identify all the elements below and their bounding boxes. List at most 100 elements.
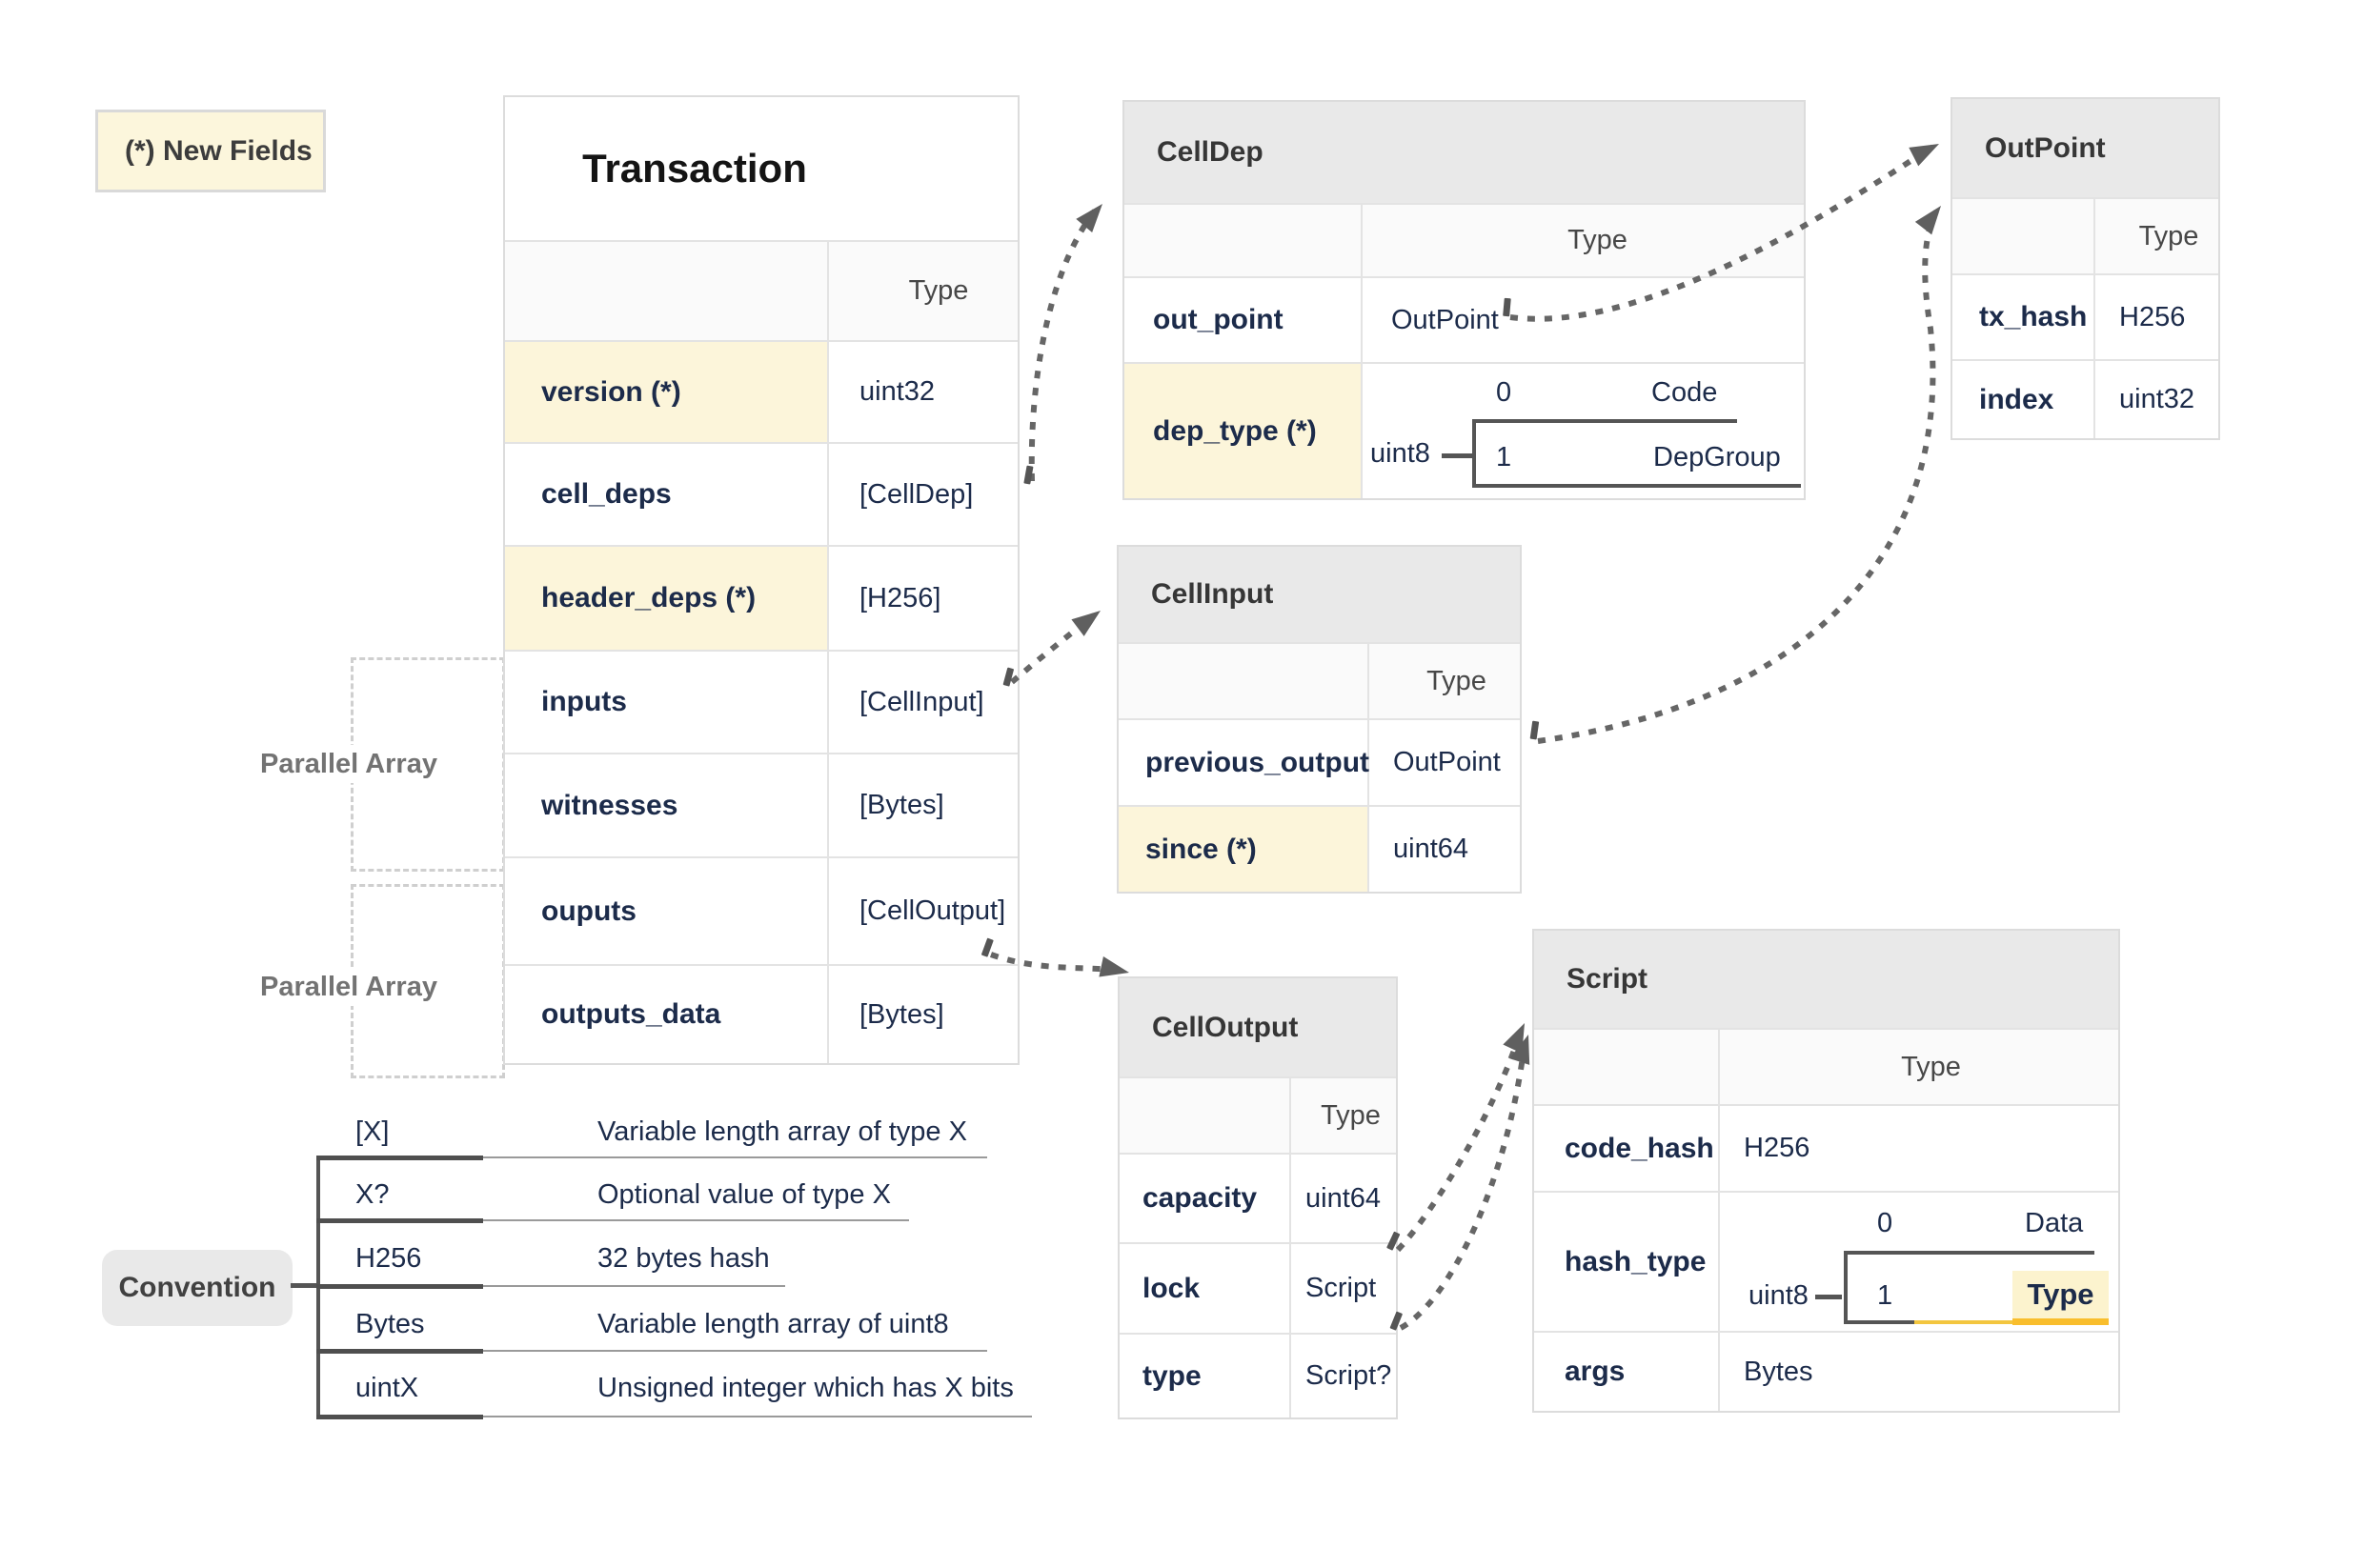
table-row: since (*) uint64 [1119,805,1520,892]
convention-underline [483,1350,987,1352]
field-previous-output-type: OutPoint [1393,747,1501,777]
field-out-point: out_point [1124,278,1363,362]
enum-value-0: 0 [1496,377,1512,408]
field-inputs-type: [CellInput] [859,686,984,717]
field-inputs: inputs [505,652,829,753]
table-row: tx_hash H256 [1952,273,2218,359]
convention-underline [316,1284,483,1289]
enum-value-1: 1 [1877,1280,1893,1311]
table-row: ouputs [CellOutput] [505,856,1018,964]
table-row: args Bytes [1534,1331,2118,1411]
field-lock: lock [1120,1244,1291,1333]
field-hash-type: hash_type [1534,1193,1720,1331]
convention-term: Bytes [355,1309,425,1339]
outpoint-title: OutPoint [1952,99,2218,197]
table-row: version (*) uint32 [505,340,1018,442]
parallel-array-label-inputs: Parallel Array [253,745,444,783]
field-index-type: uint32 [2119,384,2195,414]
convention-underline [316,1415,483,1419]
field-capacity: capacity [1120,1155,1291,1242]
field-index: index [1952,361,2095,438]
arrow-inputs-to-cellinput [1010,613,1096,685]
field-args-type: Bytes [1744,1356,1813,1387]
field-code-hash-type: H256 [1744,1133,1810,1163]
type-column-header: Type [1901,1051,1961,1082]
field-header-deps: header_deps (*) [505,547,829,650]
type-column-header: Type [1567,225,1627,255]
convention-description: Optional value of type X [597,1179,891,1210]
type-column-header: Type [1321,1099,1381,1131]
field-cell-deps-type: [CellDep] [859,478,974,510]
outpoint-table: OutPoint Type tx_hash H256 index uint32 [1951,97,2220,440]
table-row: lock Script [1120,1242,1396,1333]
convention-description: Variable length array of type X [597,1116,967,1147]
enum-connector-dash [1815,1295,1842,1299]
arrow-type-to-script [1399,1042,1527,1331]
parallel-array-label-outputs: Parallel Array [253,968,444,1006]
field-header-deps-type: [H256] [859,582,941,613]
enum-base-type: uint8 [1370,438,1430,469]
convention-description: 32 bytes hash [597,1243,770,1274]
field-version-type: uint32 [859,376,936,407]
celldep-table: CellDep Type out_point OutPoint dep_type… [1122,100,1806,500]
field-ouputs-type: [CellOutput] [859,895,1006,926]
enum-underline-1 [1472,484,1801,488]
convention-underline [483,1219,909,1221]
convention-term: uintX [355,1373,419,1403]
field-since-type: uint64 [1393,834,1469,864]
convention-underline [316,1349,483,1354]
table-row: outputs_data [Bytes] [505,964,1018,1063]
new-fields-legend: (*) New Fields [95,110,326,192]
table-row: hash_type uint8 0 Data 1 Type [1534,1191,2118,1331]
field-type: type [1120,1335,1291,1417]
field-outputs-data: outputs_data [505,966,829,1063]
convention-description: Variable length array of uint8 [597,1309,949,1339]
field-outputs-data-type: [Bytes] [859,998,944,1030]
dep-type-enum: uint8 0 Code 1 DepGroup [1363,364,1804,498]
convention-underline [316,1156,483,1160]
enum-label-code: Code [1651,377,1718,408]
field-version: version (*) [505,342,829,442]
convention-underline [483,1416,1032,1417]
enum-bracket [1844,1251,1848,1324]
celloutput-header-row: Type [1120,1076,1396,1153]
field-tx-hash-type: H256 [2119,301,2186,332]
table-row: dep_type (*) uint8 0 Code 1 DepGroup [1124,362,1804,498]
field-cell-deps: cell_deps [505,444,829,545]
celldep-title: CellDep [1124,102,1804,203]
field-tx-hash: tx_hash [1952,275,2095,359]
table-row: witnesses [Bytes] [505,753,1018,856]
type-column-header: Type [1426,665,1486,696]
enum-underline-1-yellow [1914,1320,2012,1324]
field-ouputs: ouputs [505,858,829,964]
celloutput-title: CellOutput [1120,978,1396,1076]
field-witnesses-type: [Bytes] [859,790,944,820]
convention-underline [483,1156,987,1158]
transaction-title: Transaction [582,146,807,191]
convention-label: Convention [102,1250,293,1326]
table-row: cell_deps [CellDep] [505,442,1018,545]
field-since: since (*) [1119,807,1369,892]
transaction-header-row: Type [505,240,1018,340]
script-table: Script Type code_hash H256 hash_type uin… [1532,929,2120,1413]
outpoint-header-row: Type [1952,197,2218,273]
enum-label-type-highlighted: Type [2012,1271,2109,1318]
table-row: inputs [CellInput] [505,650,1018,753]
field-args: args [1534,1333,1720,1411]
table-row: index uint32 [1952,359,2218,438]
celldep-header-row: Type [1124,203,1804,276]
convention-underline [316,1218,483,1223]
enum-label-depgroup: DepGroup [1653,442,1781,472]
enum-bracket [1472,419,1476,487]
type-column-header: Type [2138,220,2199,251]
field-code-hash: code_hash [1534,1106,1720,1191]
convention-underline [483,1285,785,1287]
table-row: type Script? [1120,1333,1396,1417]
table-row: header_deps (*) [H256] [505,545,1018,650]
script-title: Script [1534,931,2118,1028]
arrow-cell-deps-to-celldep [1028,208,1099,482]
transaction-table: Transaction Type version (*) uint32 cell… [503,95,1020,1065]
enum-value-0: 0 [1877,1208,1893,1238]
enum-base-type: uint8 [1748,1280,1809,1311]
